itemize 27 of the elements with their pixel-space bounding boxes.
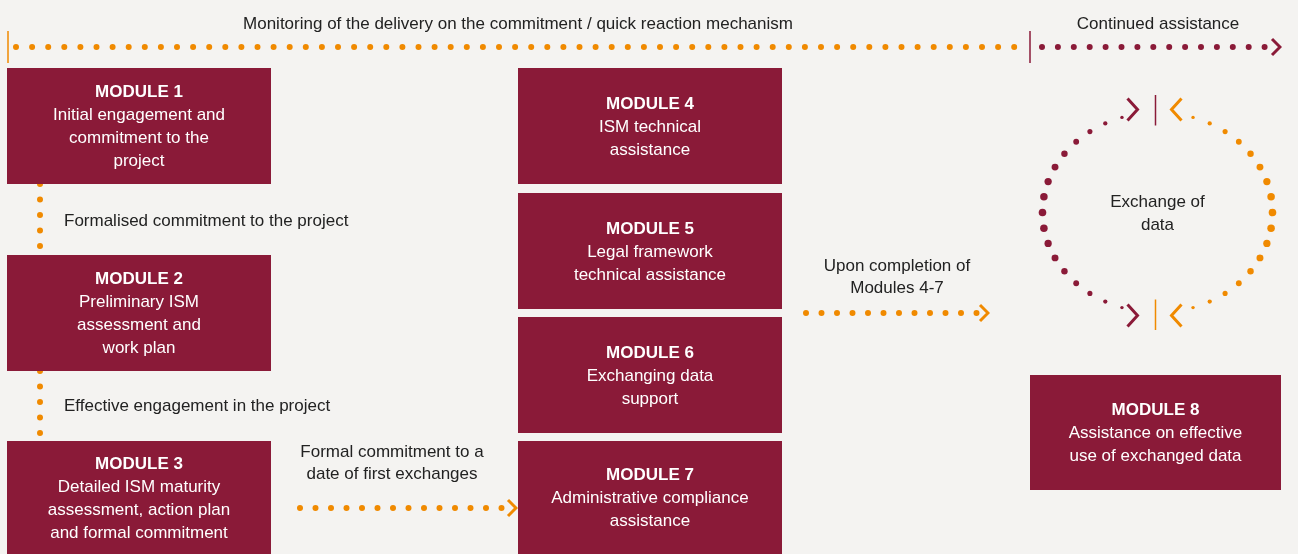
module-title: MODULE 1	[95, 81, 183, 103]
module-title: MODULE 4	[606, 92, 694, 115]
module-title: MODULE 2	[95, 268, 183, 290]
module-box	[518, 68, 782, 184]
module-box	[518, 441, 782, 554]
module-text: Initial engagement and commitment to the project	[52, 104, 226, 172]
cycle-label: Exchange of data	[1109, 190, 1206, 236]
module-text: Detailed ISM maturity assessment, action plan and formal commitment	[46, 475, 232, 544]
dotted-arrow	[297, 498, 519, 518]
module-text: Exchanging data support	[585, 364, 715, 410]
module-title: MODULE 7	[606, 464, 694, 486]
module-text: ISM technical assistance	[597, 115, 702, 161]
module-box	[7, 441, 271, 554]
module-title: MODULE 8	[1111, 399, 1200, 421]
module-text: Preliminary ISM assessment and work plan	[76, 291, 202, 359]
module-box	[7, 68, 271, 184]
module-box	[7, 255, 271, 371]
module-text: Legal framework technical assistance	[572, 240, 728, 286]
dotted-arrow	[803, 303, 991, 323]
module-title: MODULE 5	[606, 217, 694, 240]
module-box	[1030, 375, 1281, 490]
module-box	[518, 193, 782, 309]
module-text: Administrative compliance assistance	[550, 487, 750, 532]
module-title: MODULE 6	[606, 341, 694, 364]
module-text: Assistance on effective use of exchanged data	[1067, 422, 1244, 467]
module-box	[518, 317, 782, 433]
module-title: MODULE 3	[95, 452, 183, 475]
